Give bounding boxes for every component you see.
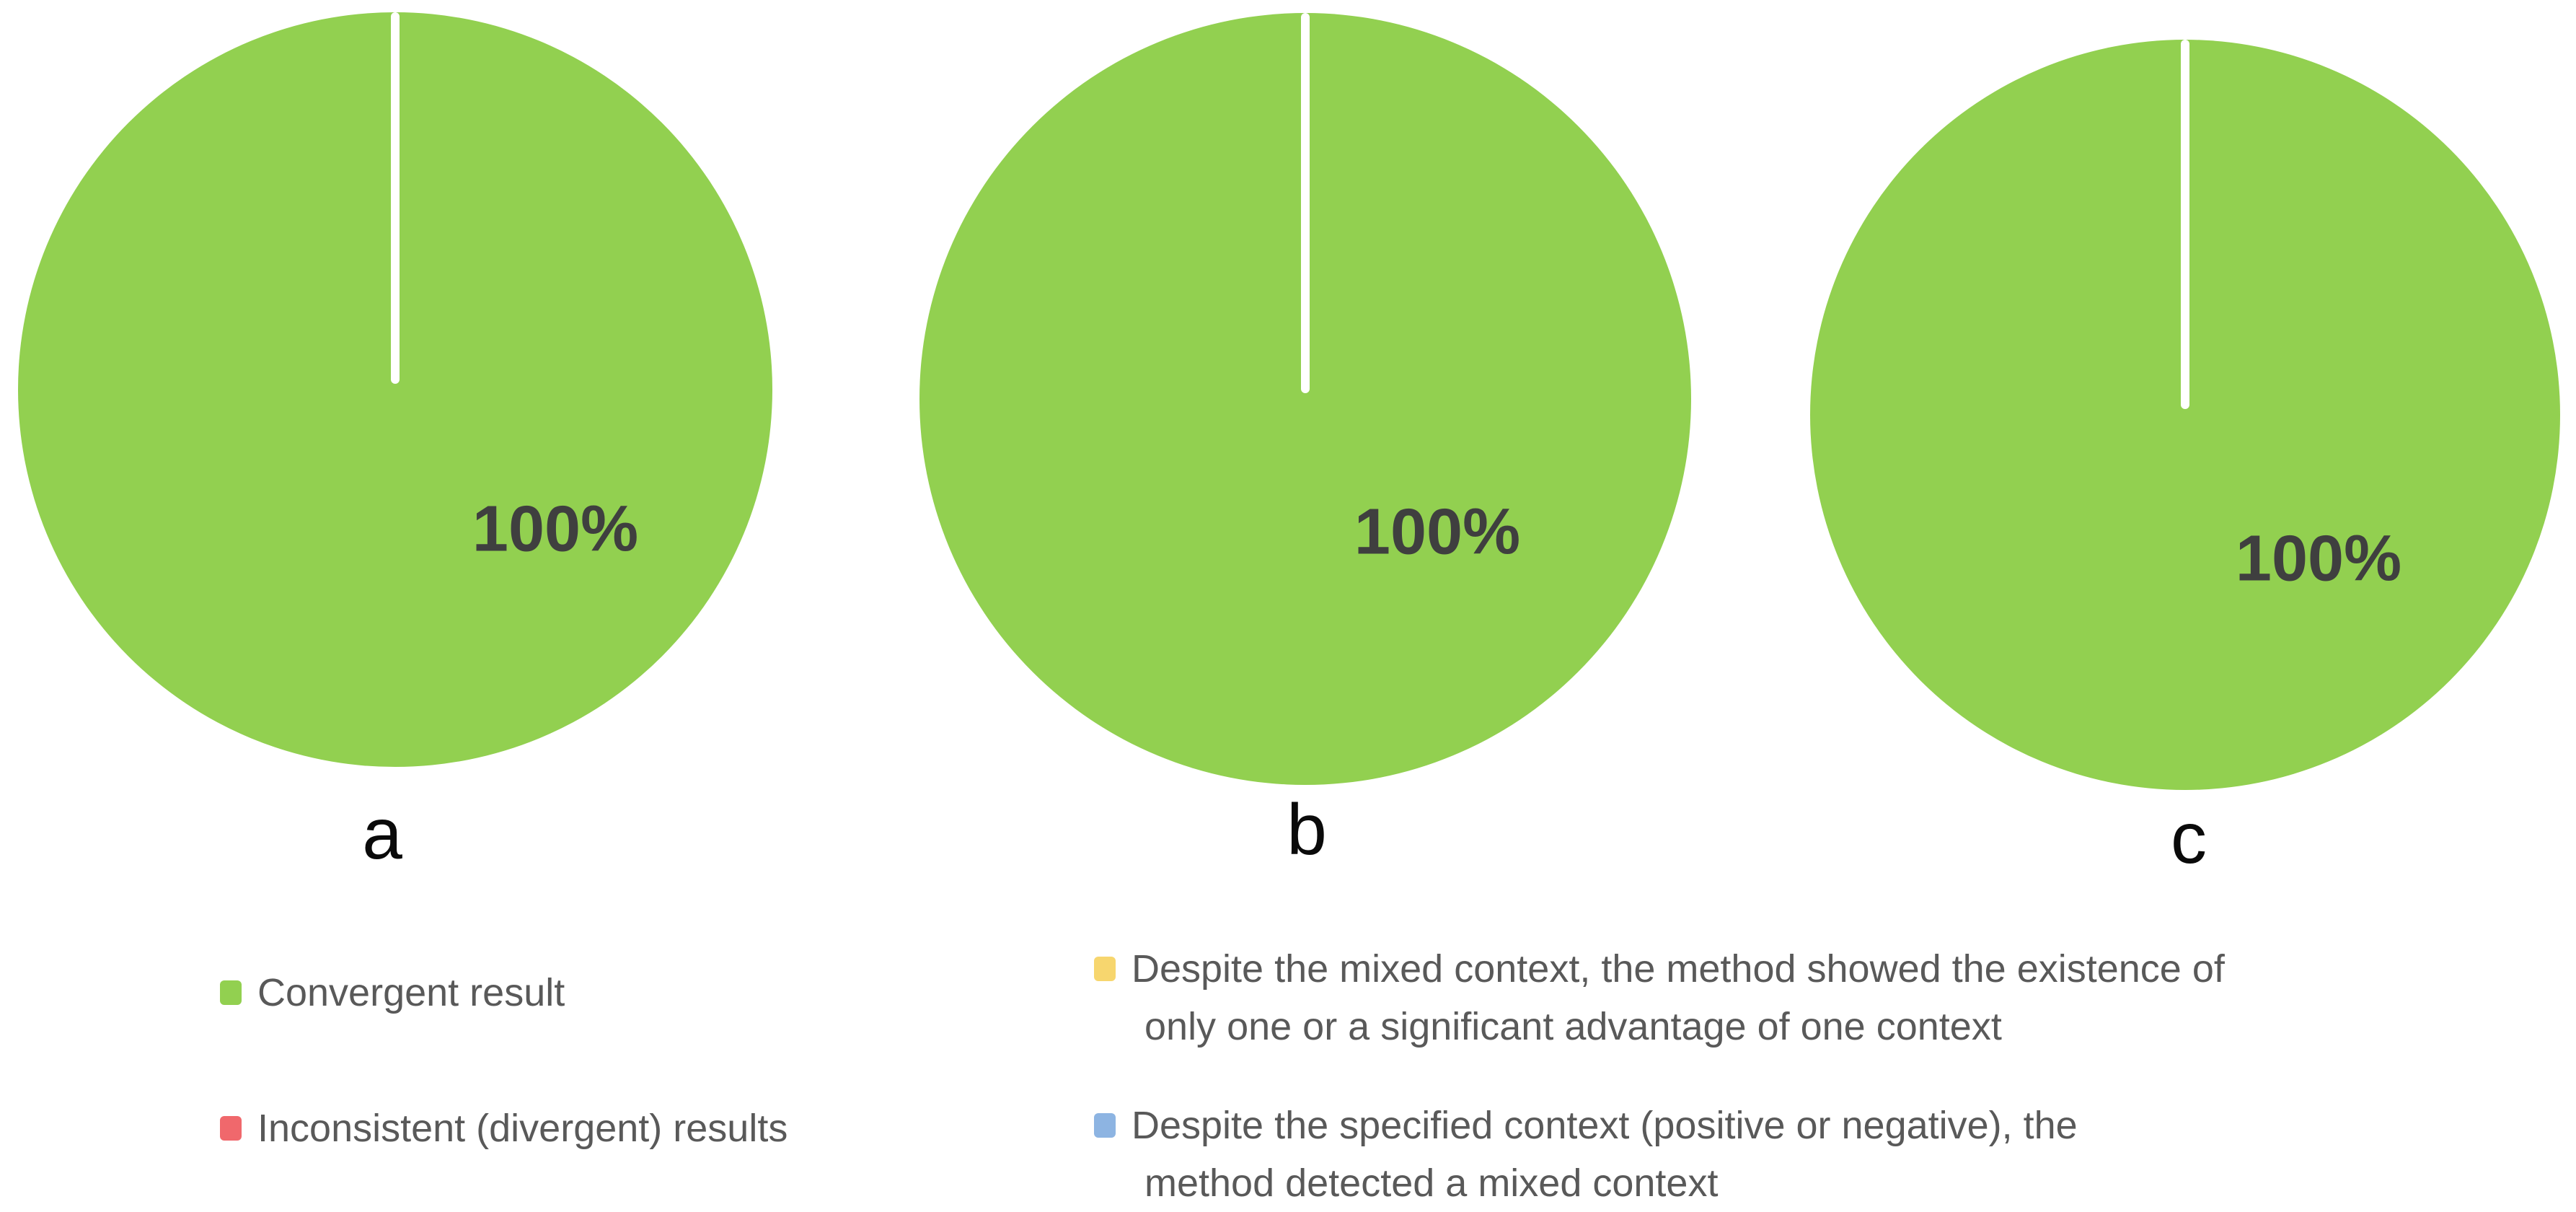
chart-caption-b: b (1287, 789, 1327, 870)
legend-swatch-green (220, 980, 242, 1005)
legend-swatch-blue (1094, 1113, 1116, 1138)
legend-label: Despite the specified context (positive … (1132, 1097, 2078, 1212)
pie-slice-convergent-a (18, 12, 772, 767)
legend-label-line: Inconsistent (divergent) results (257, 1107, 788, 1150)
slice-divider-line (2181, 40, 2189, 409)
legend-label: Convergent result (257, 964, 565, 1022)
legend-label-line: Despite the mixed context, the method sh… (1132, 947, 2225, 991)
legend-label-line: Despite the specified context (positive … (1132, 1104, 2078, 1147)
legend-swatch-red (220, 1116, 242, 1141)
legend-swatch-yellow (1094, 957, 1116, 981)
chart-caption-c: c (2171, 798, 2207, 879)
legend-label-line: method detected a mixed context (1144, 1162, 1719, 1205)
legend-item-specified-context: Despite the specified context (positive … (1094, 1097, 2078, 1212)
legend-label: Inconsistent (divergent) results (257, 1099, 788, 1157)
legend-item-divergent: Inconsistent (divergent) results (220, 1099, 788, 1157)
pie-slice-convergent-b (919, 13, 1691, 785)
chart-caption-a: a (362, 794, 402, 874)
legend-label: Despite the mixed context, the method sh… (1132, 940, 2225, 1055)
data-label-100-c: 100% (2235, 522, 2402, 595)
slice-divider-line (1301, 13, 1310, 393)
slice-divider-line (391, 12, 400, 384)
legend-label-line: only one or a significant advantage of o… (1144, 1005, 2002, 1048)
legend-label-line: Convergent result (257, 971, 565, 1014)
pie-slice-convergent-c (1810, 40, 2560, 790)
data-label-100-b: 100% (1354, 496, 1521, 568)
legend-item-mixed-context: Despite the mixed context, the method sh… (1094, 940, 2225, 1055)
data-label-100-a: 100% (472, 493, 639, 566)
legend-item-convergent: Convergent result (220, 964, 565, 1022)
